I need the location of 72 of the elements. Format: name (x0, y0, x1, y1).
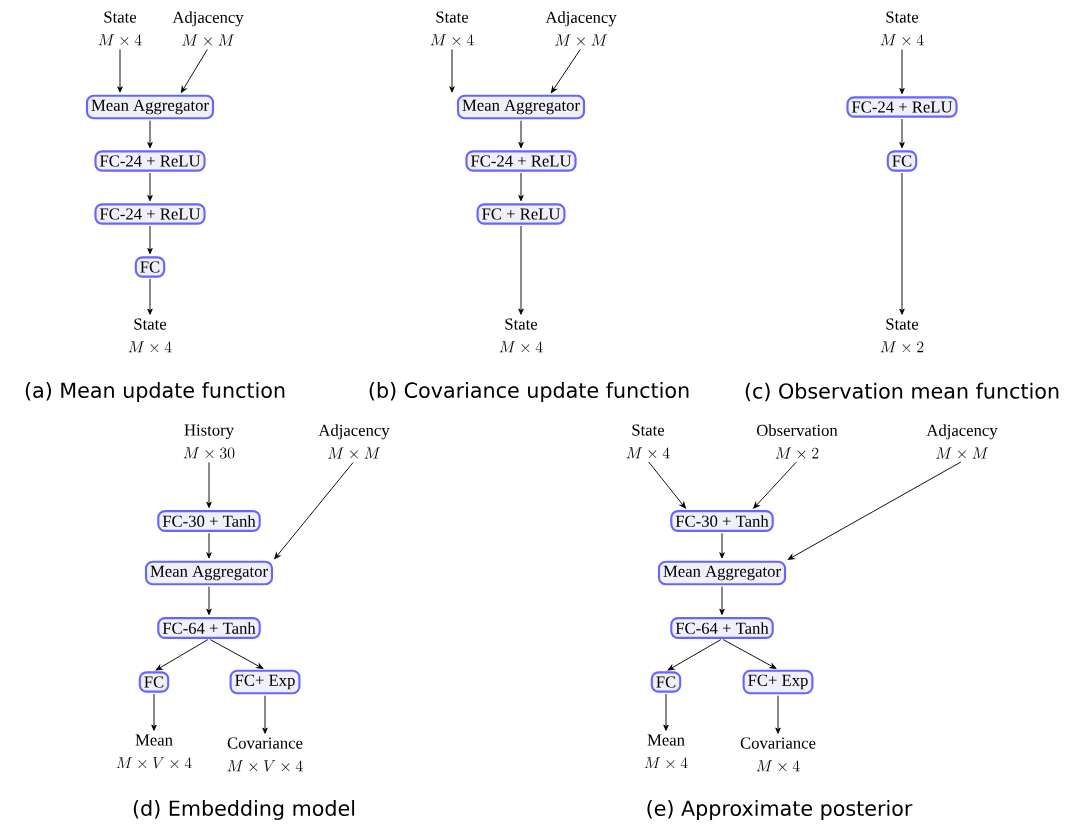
tensor-label: State $M \times 4$ (430, 11, 474, 46)
tensor-label: Covariance $M \times 4$ (740, 737, 816, 772)
arrow (155, 639, 209, 671)
arrow (899, 118, 905, 149)
arrow (449, 48, 455, 93)
arrow (206, 462, 212, 508)
arrow (899, 172, 905, 315)
tensor-label: Covariance $M \times V \times 4$ (227, 737, 303, 772)
layer-box: Mean Aggregator (144, 560, 274, 586)
layer-box: FC (138, 671, 170, 693)
arrow (550, 49, 581, 93)
arrow (206, 586, 212, 615)
layer-box: FC-24 + ReLU (465, 150, 577, 172)
arrow (722, 639, 777, 669)
arrow (147, 225, 153, 255)
layer-box: Mean Aggregator (456, 94, 586, 120)
tensor-label: State $M \times 4$ (128, 318, 172, 353)
layer-box: FC (886, 150, 918, 172)
arrow (899, 48, 905, 95)
arrow (518, 225, 524, 315)
layer-box: FC-24 + ReLU (846, 96, 958, 118)
layer-box: FC + ReLU (476, 203, 566, 225)
arrow (274, 461, 354, 560)
caption: (e) Approximate posterior (647, 800, 913, 820)
arrow (648, 461, 686, 509)
tensor-label: History $M \times 30$ (183, 424, 235, 459)
arrow (117, 48, 123, 93)
tensor-label: Adjacency $M \times M$ (318, 424, 390, 459)
layer-box: Mean Aggregator (85, 94, 215, 120)
caption: (a) Mean update function (25, 382, 285, 402)
layer-box: FC (134, 256, 166, 278)
tensor-label: State $M \times 4$ (880, 11, 924, 46)
arrow (518, 120, 524, 149)
arrow (719, 586, 725, 615)
layer-box: FC-64 + Tanh (670, 617, 774, 639)
layer-box: FC-30 + Tanh (157, 510, 261, 532)
arrow (180, 49, 208, 93)
tensor-label: Observation $M \times 2$ (756, 424, 838, 459)
arrow (775, 695, 781, 734)
tensor-label: Mean $M \times V \times 4$ (116, 734, 192, 769)
arrow (667, 639, 722, 671)
layer-box: FC-30 + Tanh (670, 510, 774, 532)
arrow (147, 120, 153, 149)
tensor-label: Mean $M \times 4$ (644, 734, 688, 769)
arrow (147, 172, 153, 202)
layer-box: FC-24 + ReLU (94, 203, 206, 225)
arrow (262, 695, 268, 734)
caption: (c) Observation mean function (745, 382, 1059, 402)
arrow (206, 532, 212, 559)
layer-box: FC-64 + Tanh (157, 617, 261, 639)
caption: (b) Covariance update function (369, 382, 689, 402)
tensor-label: State $M \times 4$ (98, 11, 142, 46)
arrow (151, 693, 157, 731)
tensor-label: State $M \times 4$ (626, 424, 670, 459)
arrow (209, 639, 264, 669)
tensor-label: Adjacency $M \times M$ (172, 11, 244, 46)
layer-box: FC+ Exp (229, 669, 301, 695)
caption: (d) Embedding model (133, 800, 355, 820)
arrow (147, 278, 153, 315)
layer-box: FC (650, 671, 682, 693)
arrow (787, 461, 962, 560)
layer-box: FC+ Exp (742, 669, 814, 695)
tensor-label: State $M \times 4$ (499, 318, 543, 353)
tensor-label: Adjacency $M \times M$ (545, 11, 617, 46)
arrow (753, 461, 797, 509)
layer-box: Mean Aggregator (657, 560, 787, 586)
arrow (663, 693, 669, 731)
tensor-label: State $M \times 2$ (880, 318, 924, 353)
tensor-label: Adjacency $M \times M$ (926, 424, 998, 459)
layer-box: FC-24 + ReLU (94, 150, 206, 172)
arrow (518, 172, 524, 202)
arrow (719, 532, 725, 559)
